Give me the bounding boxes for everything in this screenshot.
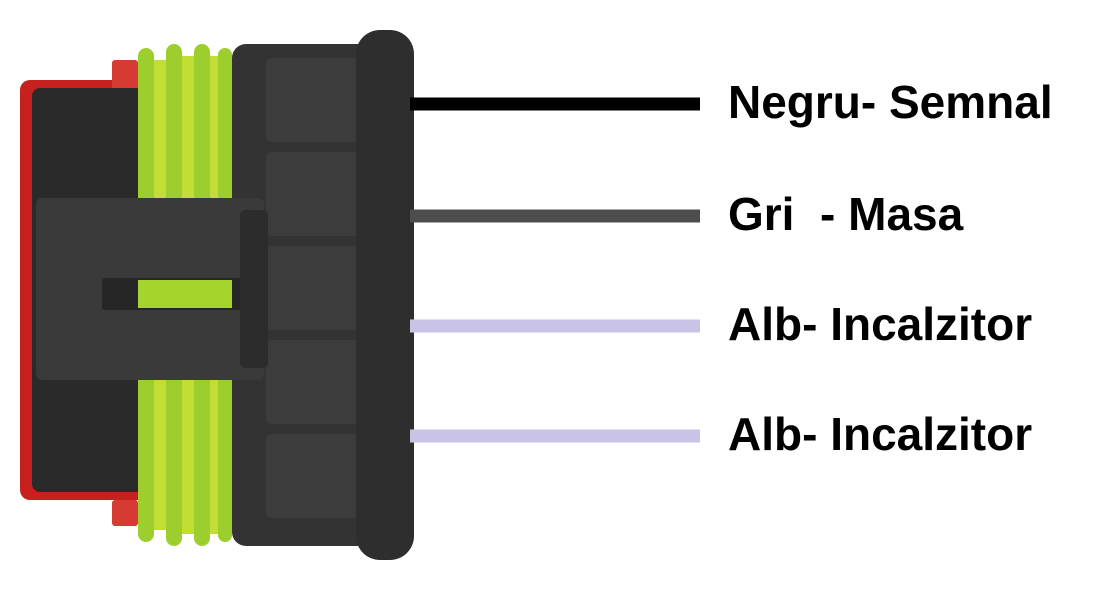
wire-label: Alb- Incalzitor: [728, 408, 1033, 460]
connector-cavities: [266, 58, 362, 518]
connector-red-cap-tab-top: [112, 60, 138, 90]
latch-hook: [240, 210, 268, 368]
connector-cavity: [266, 58, 362, 142]
connector-front-flange: [356, 30, 414, 560]
connector-cavity: [266, 152, 362, 236]
connector-red-cap-tab-bottom: [112, 500, 138, 526]
connector-cavity: [266, 340, 362, 424]
connector-cavity: [266, 246, 362, 330]
connector-cavity: [266, 434, 362, 518]
connector-latch: [36, 198, 268, 380]
wires: [410, 97, 700, 443]
latch-slot-seal-fill: [138, 280, 232, 308]
wire-label: Negru- Semnal: [728, 76, 1053, 128]
wire-label: Alb- Incalzitor: [728, 298, 1033, 350]
wire-label: Gri - Masa: [728, 188, 964, 240]
